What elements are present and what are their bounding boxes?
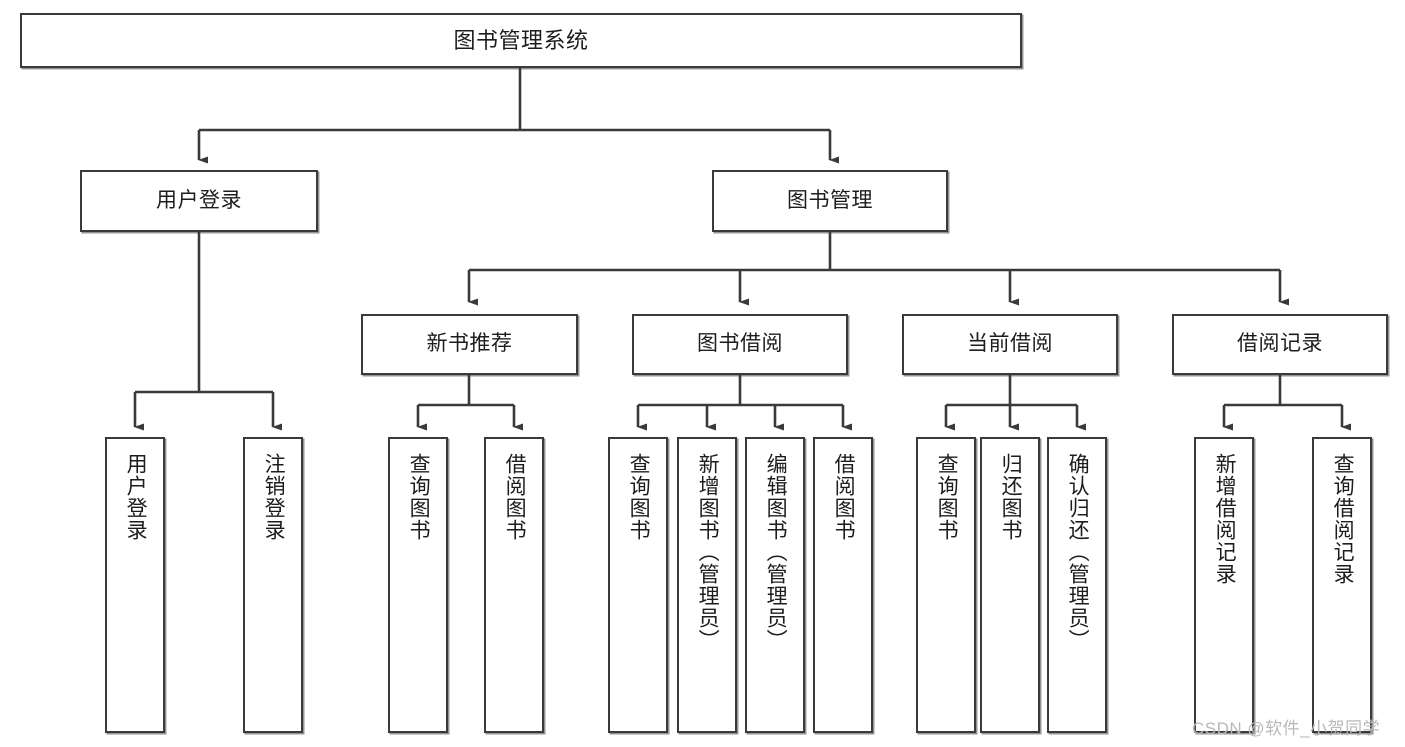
node-label: 注销登录 xyxy=(262,453,286,541)
node-book-borrow[interactable]: 图书借阅 xyxy=(632,314,848,375)
node-label: 当前借阅 xyxy=(967,332,1053,356)
leaf-current-borrow-return-book[interactable]: 归还图书 xyxy=(980,437,1040,733)
node-label: 借阅图书 xyxy=(503,453,527,541)
node-label: 图书借阅 xyxy=(697,332,783,356)
leaf-new-book-query-book[interactable]: 查询图书 xyxy=(388,437,448,733)
node-label: 新增借阅记录 xyxy=(1213,453,1237,585)
leaf-book-borrow-edit-book-admin[interactable]: 编辑图书（管理员） xyxy=(745,437,805,733)
leaf-new-book-borrow-book[interactable]: 借阅图书 xyxy=(484,437,544,733)
node-book-management-system[interactable]: 图书管理系统 xyxy=(20,13,1022,68)
node-label: 归还图书 xyxy=(999,453,1023,541)
leaf-user-login-logout[interactable]: 注销登录 xyxy=(243,437,303,733)
csdn-watermark: CSDN @软件_小贺同学 xyxy=(1192,719,1381,738)
node-label: 编辑图书（管理员） xyxy=(764,453,788,651)
leaf-book-borrow-borrow-book[interactable]: 借阅图书 xyxy=(813,437,873,733)
leaf-borrow-record-add-record[interactable]: 新增借阅记录 xyxy=(1194,437,1254,733)
node-label: 用户登录 xyxy=(156,188,242,212)
node-current-borrow[interactable]: 当前借阅 xyxy=(902,314,1118,375)
node-user-login[interactable]: 用户登录 xyxy=(80,170,318,232)
node-label: 新增图书（管理员） xyxy=(696,453,720,651)
node-label: 查询图书 xyxy=(935,453,959,541)
node-label: 借阅记录 xyxy=(1237,332,1323,356)
node-label: 查询图书 xyxy=(627,453,651,541)
node-label: 查询图书 xyxy=(407,453,431,541)
node-book-management[interactable]: 图书管理 xyxy=(712,170,948,232)
leaf-current-borrow-query-book[interactable]: 查询图书 xyxy=(916,437,976,733)
node-label: 确认归还（管理员） xyxy=(1066,453,1090,651)
leaf-user-login-login[interactable]: 用户登录 xyxy=(105,437,165,733)
node-label: 查询借阅记录 xyxy=(1331,453,1355,585)
leaf-book-borrow-add-book-admin[interactable]: 新增图书（管理员） xyxy=(677,437,737,733)
node-label: 图书管理系统 xyxy=(453,27,589,53)
leaf-book-borrow-query-book[interactable]: 查询图书 xyxy=(608,437,668,733)
node-label: 新书推荐 xyxy=(426,332,513,356)
node-label: 图书管理 xyxy=(787,188,873,212)
node-label: 用户登录 xyxy=(124,453,148,541)
leaf-current-borrow-confirm-return-admin[interactable]: 确认归还（管理员） xyxy=(1047,437,1107,733)
node-new-book-recommendation[interactable]: 新书推荐 xyxy=(361,314,578,375)
node-label: 借阅图书 xyxy=(832,453,856,541)
node-borrow-record[interactable]: 借阅记录 xyxy=(1172,314,1388,375)
leaf-borrow-record-query-record[interactable]: 查询借阅记录 xyxy=(1312,437,1372,733)
